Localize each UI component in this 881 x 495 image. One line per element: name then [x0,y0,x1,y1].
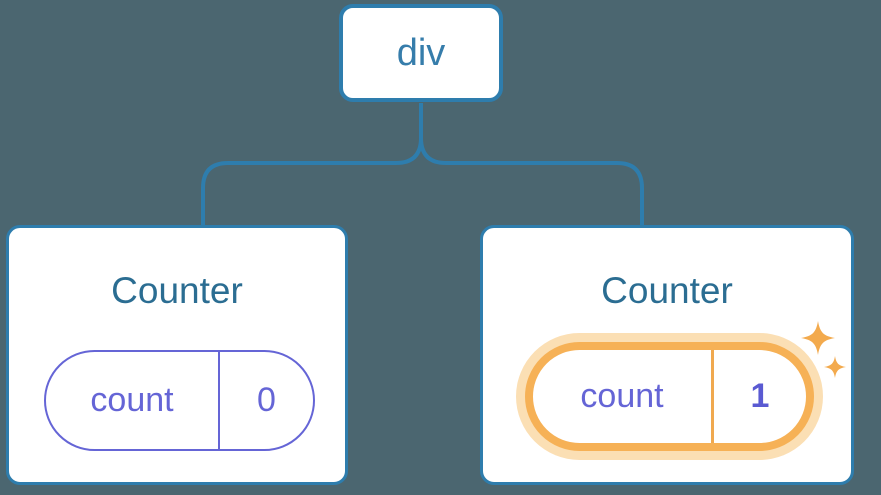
card-title: Counter [601,270,733,311]
state-pill-highlighted: count 1 [525,342,814,451]
state-value: 0 [257,381,276,419]
root-node-label: div [396,31,446,74]
connector-left-branch [201,103,423,227]
counter-card-left: Counter count 0 [6,225,348,485]
connector-right-branch [419,103,644,227]
state-key-label: count [533,350,714,443]
counter-card-right: Counter count 1 [480,225,854,485]
state-pill: count 0 [44,350,315,451]
state-key-label: count [46,352,220,449]
root-node-div: div [339,4,503,102]
card-title: Counter [111,270,243,311]
state-value: 1 [750,377,770,415]
sparkles-icon [801,321,846,378]
sparkle-large-icon [801,321,835,355]
sparkle-small-icon [824,356,846,378]
